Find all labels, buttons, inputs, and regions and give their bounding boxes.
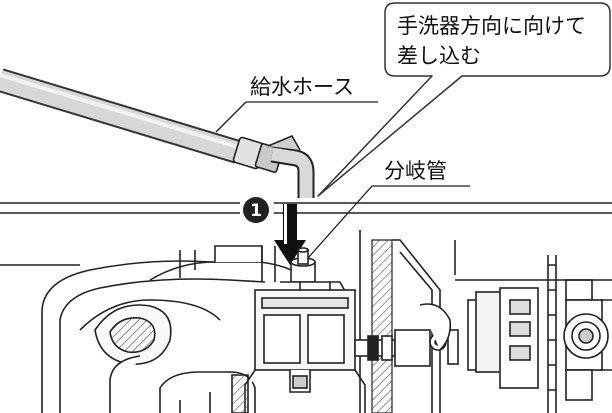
branch-pipe-label: 分岐管: [384, 159, 447, 183]
hose-label: 給水ホース: [250, 75, 354, 99]
water-supply-hose: [0, 68, 315, 198]
branch-pipe-leader: [307, 185, 470, 259]
callout-line-1: 手洗器方向に向けて: [397, 14, 586, 38]
counter-surface: [0, 202, 612, 266]
insert-arrow-icon: [274, 204, 306, 265]
callout-line-2: 差し込む: [397, 44, 481, 68]
callout-bubble: 手洗器方向に向けて 差し込む: [317, 2, 611, 197]
step-number: 1: [250, 201, 262, 221]
hose-leader: [215, 101, 247, 133]
toilet-tank: [41, 230, 612, 413]
step-marker: 1: [240, 194, 272, 226]
